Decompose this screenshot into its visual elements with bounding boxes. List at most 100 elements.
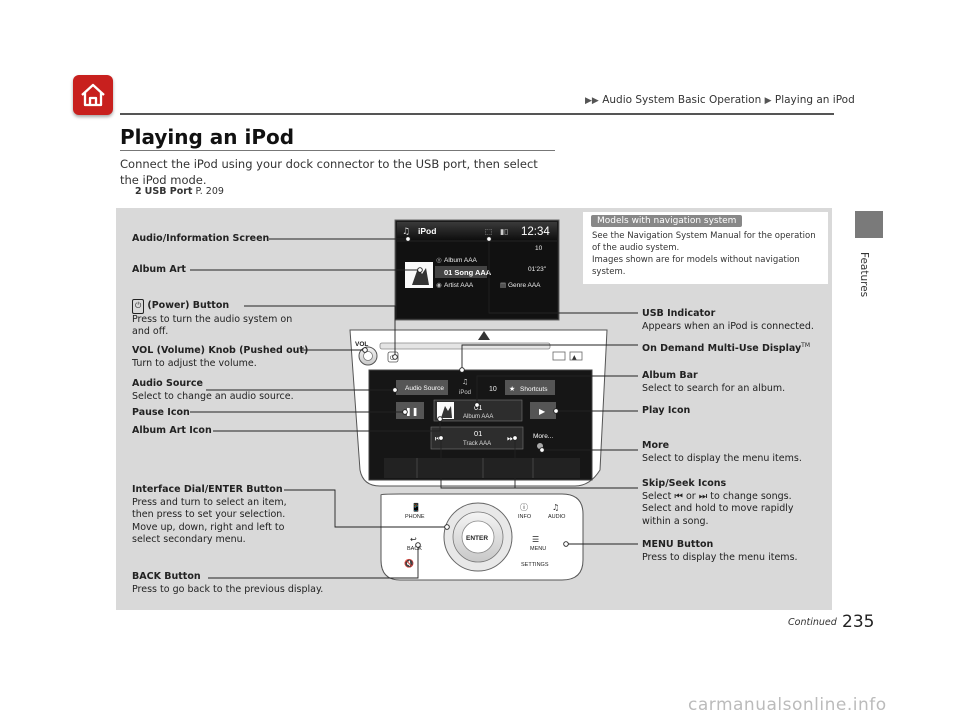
album-line-icon: ◎ <box>436 256 442 264</box>
signal-icon: ▮▯ <box>500 227 508 236</box>
breadcrumb-arrow-icon: ▶▶ <box>585 96 599 106</box>
leader-lines <box>190 238 638 579</box>
label-on-demand-display: On Demand Multi-Use DisplayTM <box>642 342 810 355</box>
skip-back-icon: ⏮ <box>674 490 683 502</box>
xref-icon: 2 <box>135 186 142 197</box>
usb-indicator-icon: ⬚ <box>485 227 492 236</box>
intro-text: Connect the iPod using your dock connect… <box>120 157 538 187</box>
label-audio-source: Audio Source Select to change an audio s… <box>132 378 294 402</box>
page-number: 235 <box>842 612 875 632</box>
breadcrumb-item[interactable]: Audio System Basic Operation <box>602 94 762 106</box>
label-power-button: ⏻ (Power) Button Press to turn the audio… <box>132 299 293 337</box>
title-rule <box>120 150 555 151</box>
ipod-small-label: iPod <box>459 390 471 396</box>
shortcuts-label: Shortcuts <box>520 386 548 393</box>
count-label: 10 <box>489 386 497 393</box>
continued-label: Continued <box>788 617 837 628</box>
label-album-bar: Album Bar Select to search for an album. <box>642 370 786 394</box>
label-play-icon: Play Icon <box>642 405 691 416</box>
label-menu-button: MENU Button Press to display the menu it… <box>642 539 798 563</box>
cross-reference[interactable]: 2 USB Port P. 209 <box>135 186 224 197</box>
track-number: 01 <box>474 429 482 438</box>
aux-port <box>552 351 566 361</box>
phone-label: PHONE <box>405 514 425 520</box>
breadcrumb-item[interactable]: Playing an iPod <box>774 94 855 106</box>
section-tab[interactable] <box>855 211 883 238</box>
star-icon: ★ <box>509 385 515 393</box>
vol-label: VOL <box>355 341 368 348</box>
home-button[interactable] <box>73 75 113 115</box>
leader-endpoints <box>362 236 569 548</box>
settings-label: SETTINGS <box>521 562 549 568</box>
more-label: More... <box>533 433 553 440</box>
back-label: BACK <box>407 546 422 552</box>
play-button <box>530 402 556 419</box>
pause-icon: ❚❚ <box>405 407 418 416</box>
bottom-shortcut-row <box>384 458 580 478</box>
label-skip-seek: Skip/Seek Icons Select ⏮ or ⏭ to change … <box>642 478 794 527</box>
back-icon: ↩ <box>410 535 417 544</box>
nav-note-badge: Models with navigation system <box>591 215 743 227</box>
nav-note-text: See the Navigation System Manual for the… <box>592 230 822 278</box>
screen-artist: Artist AAA <box>444 282 474 289</box>
center-console: ▲ VOL ⏻ Audio Source ♫ iPod 10 ★ Shortcu… <box>349 329 608 487</box>
info-label: INFO <box>518 514 532 520</box>
nav-note-line: Images shown are for models without navi… <box>592 255 800 277</box>
label-vol-knob: VOL (Volume) Knob (Pushed out) Turn to a… <box>132 345 309 369</box>
eject-button <box>569 351 583 361</box>
home-icon <box>81 83 105 107</box>
enter-button <box>461 520 495 554</box>
xref-page: P. 209 <box>195 186 224 197</box>
info-icon: ⓘ <box>520 503 528 512</box>
screen-mode: iPod <box>418 226 436 236</box>
screen-album: Album AAA <box>444 257 478 264</box>
eject-small-icon: ▲ <box>572 354 577 361</box>
label-interface-dial: Interface Dial/ENTER Button Press and tu… <box>132 484 287 545</box>
menu-label: MENU <box>530 546 546 552</box>
screen-genre: Genre AAA <box>508 282 541 289</box>
disc-slot <box>379 342 551 350</box>
album-art-icon <box>412 268 429 285</box>
ipod-mode-icon: ♫ <box>402 227 410 237</box>
genre-line-icon: ▤ <box>500 281 506 289</box>
track-name: Track AAA <box>463 441 491 447</box>
screen-count: 10 <box>535 245 543 252</box>
label-album-art-icon: Album Art Icon <box>132 425 212 436</box>
album-name: Album AAA <box>463 414 493 420</box>
xref-label[interactable]: USB Port <box>144 186 193 197</box>
audio-source-button <box>396 380 448 395</box>
nav-note-line: See the Navigation System Manual for the… <box>592 231 816 253</box>
audio-label: AUDIO <box>548 514 566 520</box>
label-album-art: Album Art <box>132 264 186 275</box>
power-icon: ⏻ <box>132 299 145 314</box>
album-number: 01 <box>474 403 482 412</box>
ipod-small-icon: ♫ <box>462 378 468 386</box>
pause-button <box>396 402 424 419</box>
interface-dial-panel: ENTER 📱 PHONE ⓘ INFO ♫ AUDIO ↩ BACK ☰ ME… <box>380 493 584 581</box>
artist-line-icon: ◉ <box>436 281 442 289</box>
skip-forward-icon: ⏭ <box>698 490 708 502</box>
skip-forward-icon: ⏭ <box>507 434 514 443</box>
label-more: More Select to display the menu items. <box>642 440 802 464</box>
phone-icon: 📱 <box>411 502 421 512</box>
watermark-text: carmanualsonline.info <box>688 695 887 715</box>
track-bar <box>430 426 524 450</box>
audio-icon: ♫ <box>552 503 559 512</box>
menu-icon: ☰ <box>532 535 539 544</box>
audio-information-screen: ♫ iPod ⬚ ▮▯ 12:34 ◎ Album AAA 01 Song AA… <box>394 219 560 321</box>
breadcrumb-arrow-icon: ▶ <box>764 96 772 106</box>
audio-source-label: Audio Source <box>405 385 444 392</box>
page-title: Playing an iPod <box>120 125 295 149</box>
screen-clock: 12:34 <box>521 226 550 238</box>
mute-icon: 🔇 <box>404 558 414 568</box>
eject-icon <box>478 331 490 340</box>
breadcrumb: ▶▶ Audio System Basic Operation ▶ Playin… <box>585 94 855 106</box>
label-back-button: BACK Button Press to go back to the prev… <box>132 571 324 595</box>
shortcuts-button <box>505 380 555 395</box>
play-icon: ▶ <box>539 407 546 416</box>
screen-time: 01'23" <box>528 266 547 273</box>
label-audio-info-screen: Audio/Information Screen <box>132 233 270 244</box>
album-bar <box>433 399 523 422</box>
header-rule <box>120 113 834 115</box>
